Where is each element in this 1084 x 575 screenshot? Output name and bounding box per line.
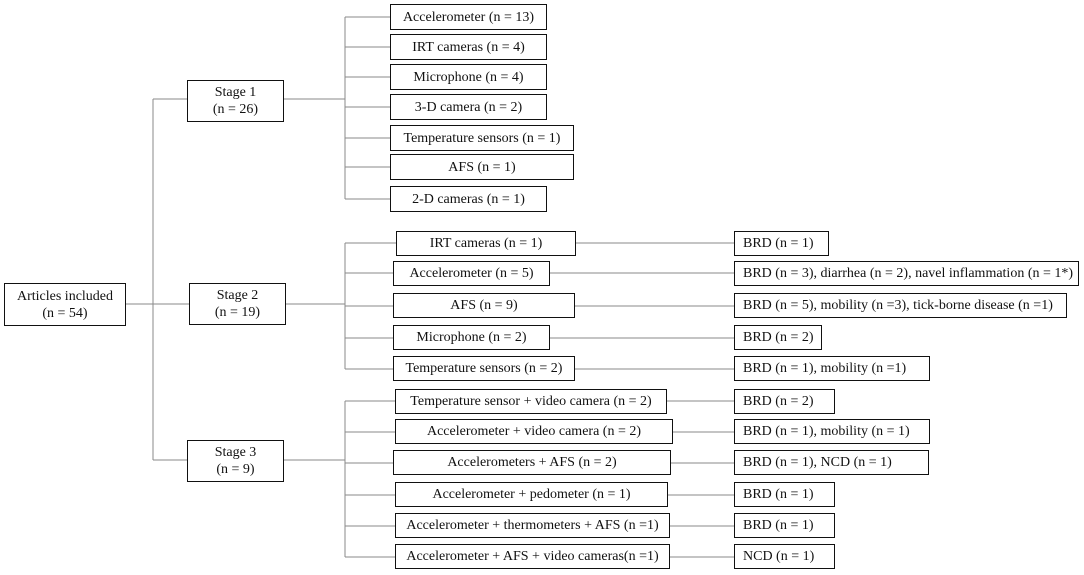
stage-2-sensor-box: Accelerometer (n = 5) <box>393 261 550 286</box>
stage-1-sensor-box: Accelerometer (n = 13) <box>390 4 547 30</box>
stage-label: Stage 2 <box>216 288 259 303</box>
stage-2-sensor-box: AFS (n = 9) <box>393 293 575 318</box>
stage-1-sensor-box: IRT cameras (n = 4) <box>390 34 547 60</box>
root-box: Articles included (n = 54) <box>4 283 126 326</box>
stage-3-outcome-box: BRD (n = 1), NCD (n = 1) <box>734 450 929 475</box>
stage-1-sensor-box: 3-D camera (n = 2) <box>390 94 547 120</box>
stage-1-sensor-box: Temperature sensors (n = 1) <box>390 125 574 151</box>
stage-3-box: Stage 3 (n = 9) <box>187 440 284 482</box>
stage-label: Stage 3 <box>214 445 257 460</box>
stage-3-outcome-box: BRD (n = 1) <box>734 513 835 538</box>
stage-2-sensor-box: IRT cameras (n = 1) <box>396 231 576 256</box>
stage-2-outcome-box: BRD (n = 3), diarrhea (n = 2), navel inf… <box>734 261 1079 286</box>
stage-label: Stage 1 <box>214 85 257 100</box>
stage-3-sensor-box: Accelerometer + thermometers + AFS (n =1… <box>395 513 670 538</box>
stage-1-box: Stage 1 (n = 26) <box>187 80 284 122</box>
stage-2-outcome-box: BRD (n = 2) <box>734 325 822 350</box>
stage-2-outcome-box: BRD (n = 1), mobility (n =1) <box>734 356 930 381</box>
root-label: Articles included <box>16 288 114 304</box>
stage-2-sensor-box: Temperature sensors (n = 2) <box>393 356 575 381</box>
stage-1-sensor-box: 2-D cameras (n = 1) <box>390 186 547 212</box>
stage-count: (n = 26) <box>212 102 259 117</box>
stage-3-sensor-box: Accelerometer + video camera (n = 2) <box>395 419 673 444</box>
stage-3-sensor-box: Temperature sensor + video camera (n = 2… <box>395 389 667 414</box>
stage-1-sensor-box: Microphone (n = 4) <box>390 64 547 90</box>
stage-3-sensor-box: Accelerometer + AFS + video cameras(n =1… <box>395 544 670 569</box>
stage-2-sensor-box: Microphone (n = 2) <box>393 325 550 350</box>
stage-count: (n = 9) <box>216 462 255 477</box>
stage-3-outcome-box: NCD (n = 1) <box>734 544 835 569</box>
stage-3-outcome-box: BRD (n = 1), mobility (n = 1) <box>734 419 930 444</box>
stage-2-outcome-box: BRD (n = 5), mobility (n =3), tick-borne… <box>734 293 1067 318</box>
stage-3-outcome-box: BRD (n = 1) <box>734 482 835 507</box>
root-count: (n = 54) <box>42 305 88 321</box>
stage-3-sensor-box: Accelerometer + pedometer (n = 1) <box>395 482 668 507</box>
stage-1-sensor-box: AFS (n = 1) <box>390 154 574 180</box>
stage-3-sensor-box: Accelerometers + AFS (n = 2) <box>393 450 671 475</box>
stage-2-outcome-box: BRD (n = 1) <box>734 231 829 256</box>
stage-2-box: Stage 2 (n = 19) <box>189 283 286 325</box>
stage-3-outcome-box: BRD (n = 2) <box>734 389 835 414</box>
stage-count: (n = 19) <box>214 305 261 320</box>
